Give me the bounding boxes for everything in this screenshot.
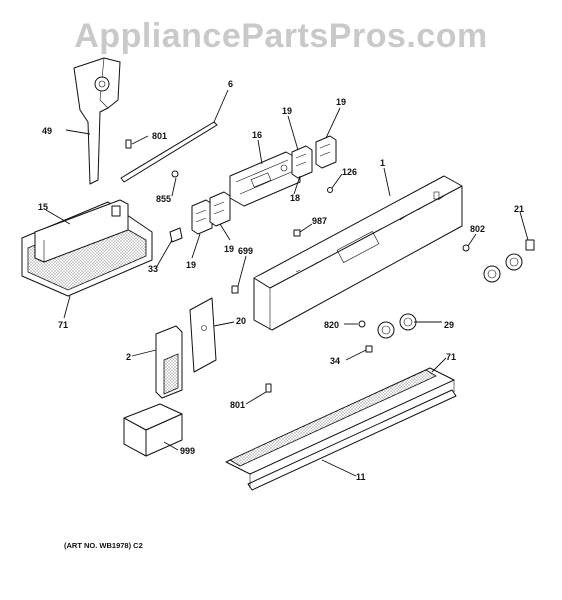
part-1-backsplash: [253, 175, 463, 331]
part-11-trim: [225, 367, 457, 491]
part-699-screw: [231, 285, 239, 294]
watermark: AppliancePartsPros.com: [74, 17, 487, 55]
callout-999: 999: [180, 446, 195, 456]
callout-801-bottom: 801: [230, 400, 245, 410]
part-19-switch-left-b: [209, 191, 231, 227]
part-19-switch-left-a: [191, 199, 213, 235]
part-49-bracket: [73, 57, 121, 185]
callout-16: 16: [252, 130, 262, 140]
part-801-screw-top: [125, 139, 132, 149]
callout-20: 20: [236, 316, 246, 326]
callout-2: 2: [126, 352, 131, 362]
callout-820: 820: [324, 320, 339, 330]
part-16-control-board: [229, 151, 301, 207]
callout-126: 126: [342, 167, 357, 177]
part-34-clip: [365, 345, 373, 353]
callout-34: 34: [330, 356, 340, 366]
callout-15: 15: [38, 202, 48, 212]
callout-71-left: 71: [58, 320, 68, 330]
part-999-box: [123, 403, 183, 457]
part-855-screw: [171, 170, 179, 178]
callout-18: 18: [290, 193, 300, 203]
callout-19-lower-right: 19: [224, 244, 234, 254]
art-number-caption: (ART NO. WB1978) C2: [64, 541, 143, 550]
part-19-switch-right-a: [291, 145, 313, 179]
part-33-clip: [169, 227, 183, 243]
part-6-rail: [120, 121, 218, 183]
callout-33: 33: [148, 264, 158, 274]
callout-21: 21: [514, 204, 524, 214]
part-20-bracket: [189, 297, 217, 373]
part-802-screw: [462, 244, 470, 252]
callout-71-right: 71: [446, 352, 456, 362]
part-987-clip: [293, 229, 301, 237]
part-2-side-bracket: [155, 325, 183, 399]
callout-19-top-right: 19: [336, 97, 346, 107]
callout-6: 6: [228, 79, 233, 89]
callout-987: 987: [312, 216, 327, 226]
leader-lines: [45, 89, 529, 477]
callout-802: 802: [470, 224, 485, 234]
part-820-screw: [358, 320, 366, 328]
callout-29: 29: [444, 320, 454, 330]
part-21-knob-set: [483, 239, 535, 283]
callout-19-top-left: 19: [282, 106, 292, 116]
part-19-switch-right-b: [315, 135, 337, 169]
callout-labels: 49 6 801 15 71 16 19 19 18 126 1 855 987…: [38, 79, 524, 482]
callout-11: 11: [356, 472, 366, 482]
part-126-screw: [327, 187, 333, 193]
callout-699: 699: [238, 246, 253, 256]
callout-1: 1: [380, 158, 385, 168]
callout-19-lower-left: 19: [186, 260, 196, 270]
callout-801-top: 801: [152, 131, 167, 141]
part-15-tray: [21, 199, 153, 297]
part-801-screw-bottom: [265, 383, 272, 393]
callout-49: 49: [42, 126, 52, 136]
part-29-knob-set: [377, 313, 417, 339]
callout-855: 855: [156, 194, 171, 204]
